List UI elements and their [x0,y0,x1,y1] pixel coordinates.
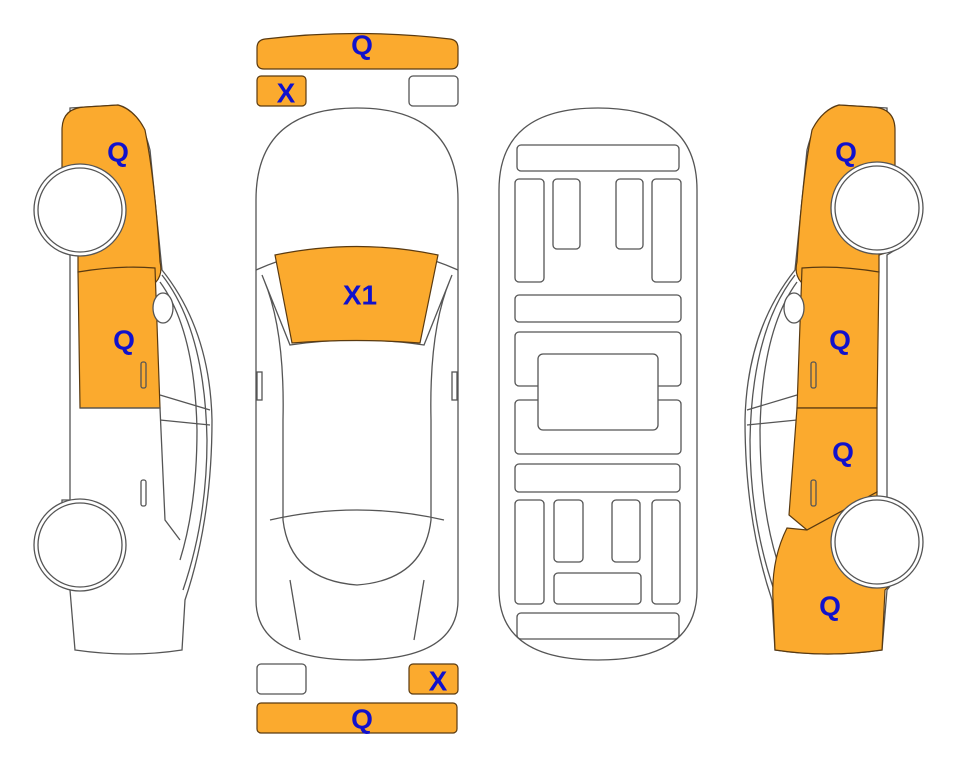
left-rear-wheel [37,502,123,588]
underbody-panel[interactable] [514,463,681,493]
damage-label: X [277,78,296,109]
damage-label: Q [832,437,854,468]
damage-label: Q [829,325,851,356]
left-front-wheel [37,167,123,253]
underbody-panel[interactable] [651,499,681,605]
damage-label: X1 [343,280,377,311]
right-window-frame [746,274,798,591]
rear-bumper[interactable] [256,702,458,734]
right-rear-handle [810,479,817,507]
right-mirror [783,292,805,324]
front-bumper[interactable] [256,32,459,70]
underbody-panel[interactable] [615,178,644,250]
left-mirror-top [256,371,263,401]
left-window-frame [159,274,211,591]
underbody-panel[interactable] [514,499,545,605]
right-rear-wheel [834,499,920,585]
damage-label: Q [113,325,135,356]
underbody-panel[interactable] [514,294,682,323]
right-mirror-top [451,371,458,401]
damage-label: Q [819,591,841,622]
front-right-light[interactable] [408,75,459,107]
windshield[interactable] [274,245,439,344]
right-side-view: Q Q Q Q [744,104,924,655]
left-rear-handle [140,479,147,507]
damage-label: Q [351,30,373,61]
damage-label: Q [835,137,857,168]
right-front-handle [810,361,817,389]
left-front-door[interactable] [77,266,161,409]
underbody-view [498,107,698,661]
left-side-view: Q Q [33,104,213,655]
underbody-panel[interactable] [552,178,581,250]
rear-right-light[interactable] [408,663,459,695]
rear-left-light[interactable] [256,663,307,695]
underbody-panel[interactable] [553,572,642,605]
underbody-panel[interactable] [516,144,680,172]
top-body-outline [255,107,459,661]
front-left-light[interactable] [256,75,307,107]
left-front-handle [140,361,147,389]
damage-label: X [429,666,448,697]
left-rear-door-line [80,407,181,541]
underbody-panel[interactable] [553,499,584,563]
right-front-wheel [834,165,920,251]
underbody-panel[interactable] [611,499,641,563]
underbody-center-panel[interactable] [537,353,659,431]
underbody-panel[interactable] [651,178,682,283]
underbody-panel[interactable] [516,612,680,640]
top-view: Q X X1 X Q [255,30,459,735]
left-mirror [152,292,174,324]
damage-label: Q [107,137,129,168]
damage-label: Q [351,704,373,735]
underbody-panel[interactable] [514,178,545,283]
right-front-door[interactable] [796,266,880,409]
